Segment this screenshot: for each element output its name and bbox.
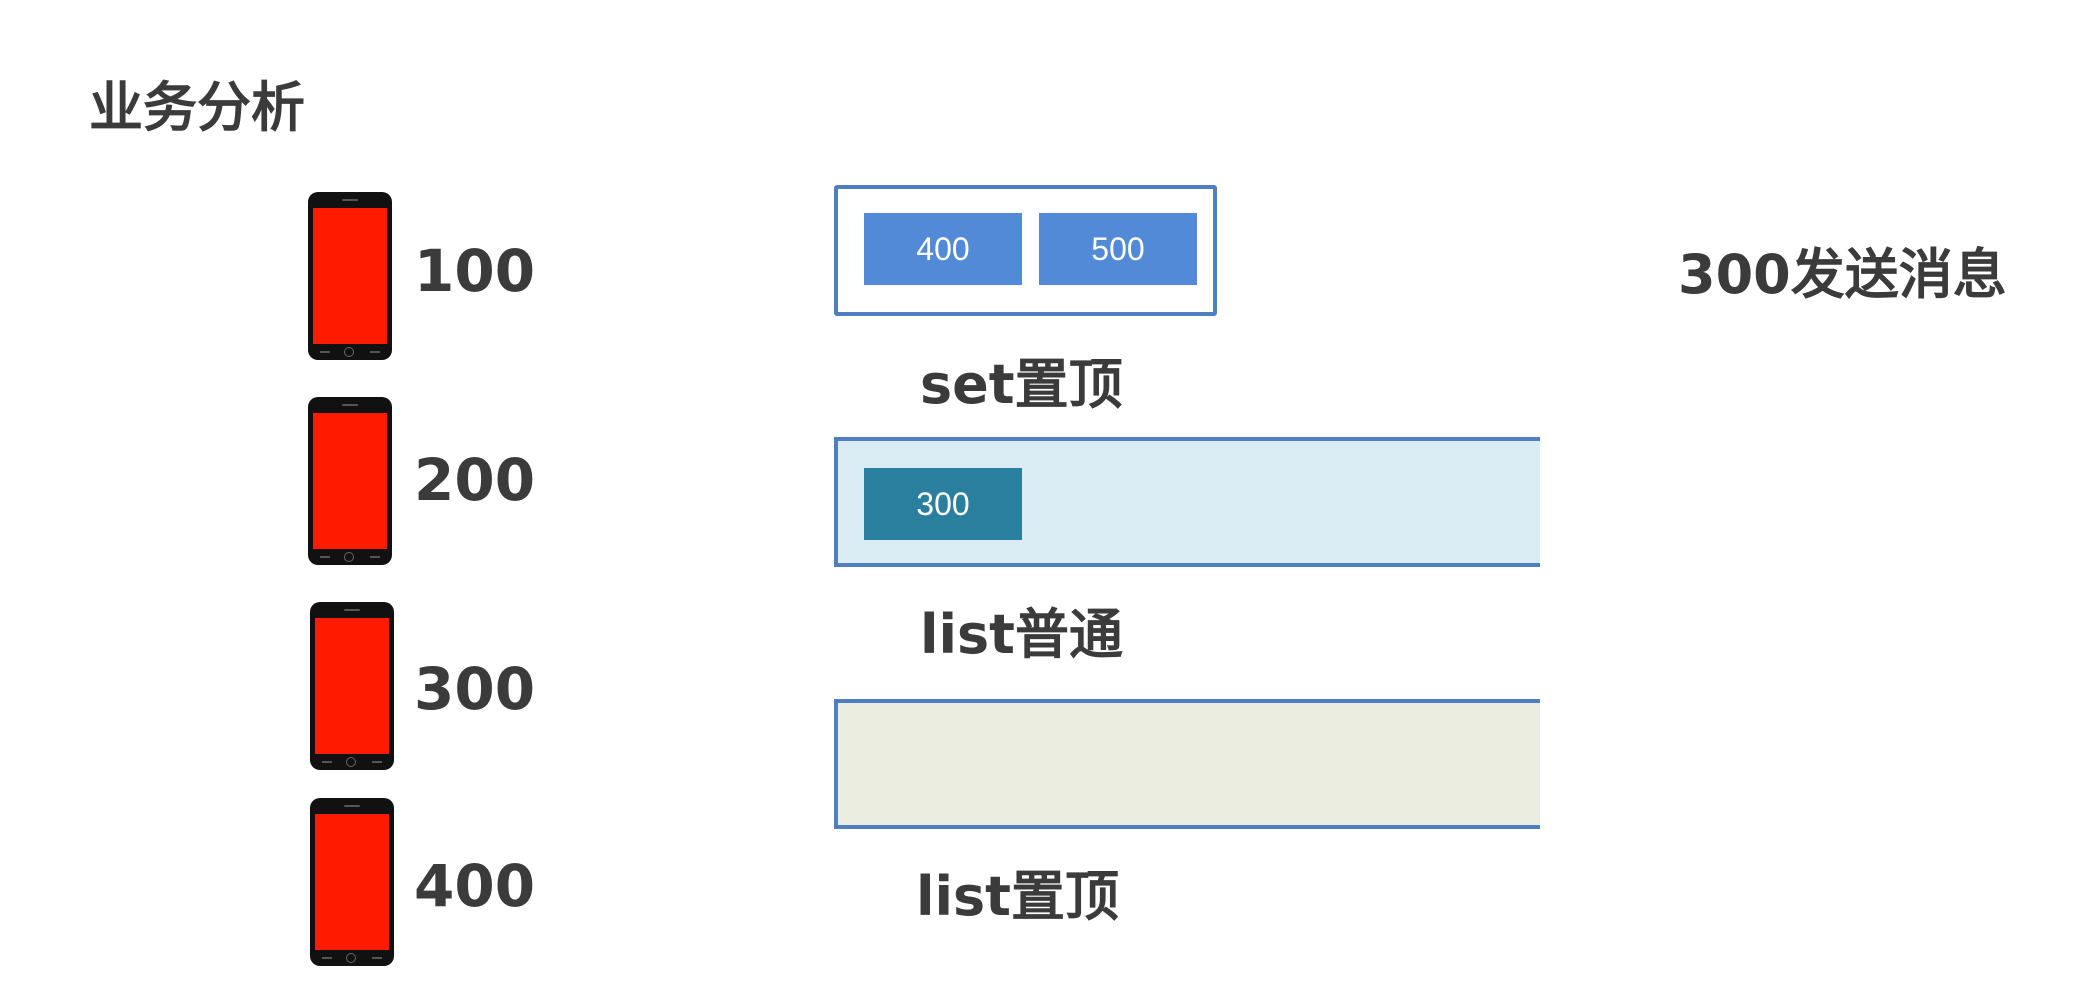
phone-label: 100 (414, 237, 536, 305)
phone-icon (310, 602, 394, 770)
set-top-item-500: 500 (1039, 213, 1197, 285)
phone-icon (308, 397, 392, 565)
set-top-container: 400 500 (834, 185, 1217, 316)
set-top-label: set置顶 (920, 353, 1123, 416)
send-message-note: 300发送消息 (1678, 243, 2007, 306)
set-top-item-400: 400 (864, 213, 1022, 285)
phone-icon (310, 798, 394, 966)
list-top-container (834, 699, 1540, 829)
page-title: 业务分析 (89, 76, 305, 139)
list-normal-container: 300 (834, 437, 1540, 567)
list-top-label: list置顶 (916, 865, 1119, 928)
phone-icon (308, 192, 392, 360)
phone-row-400: 400 (0, 798, 600, 970)
phone-label: 200 (414, 446, 536, 514)
phone-row-200: 200 (0, 397, 600, 569)
phone-row-100: 100 (0, 192, 600, 364)
list-normal-label: list普通 (920, 603, 1123, 666)
phone-row-300: 300 (0, 602, 600, 774)
phone-label: 300 (414, 655, 536, 723)
list-normal-item-300: 300 (864, 468, 1022, 540)
phone-label: 400 (414, 852, 536, 920)
